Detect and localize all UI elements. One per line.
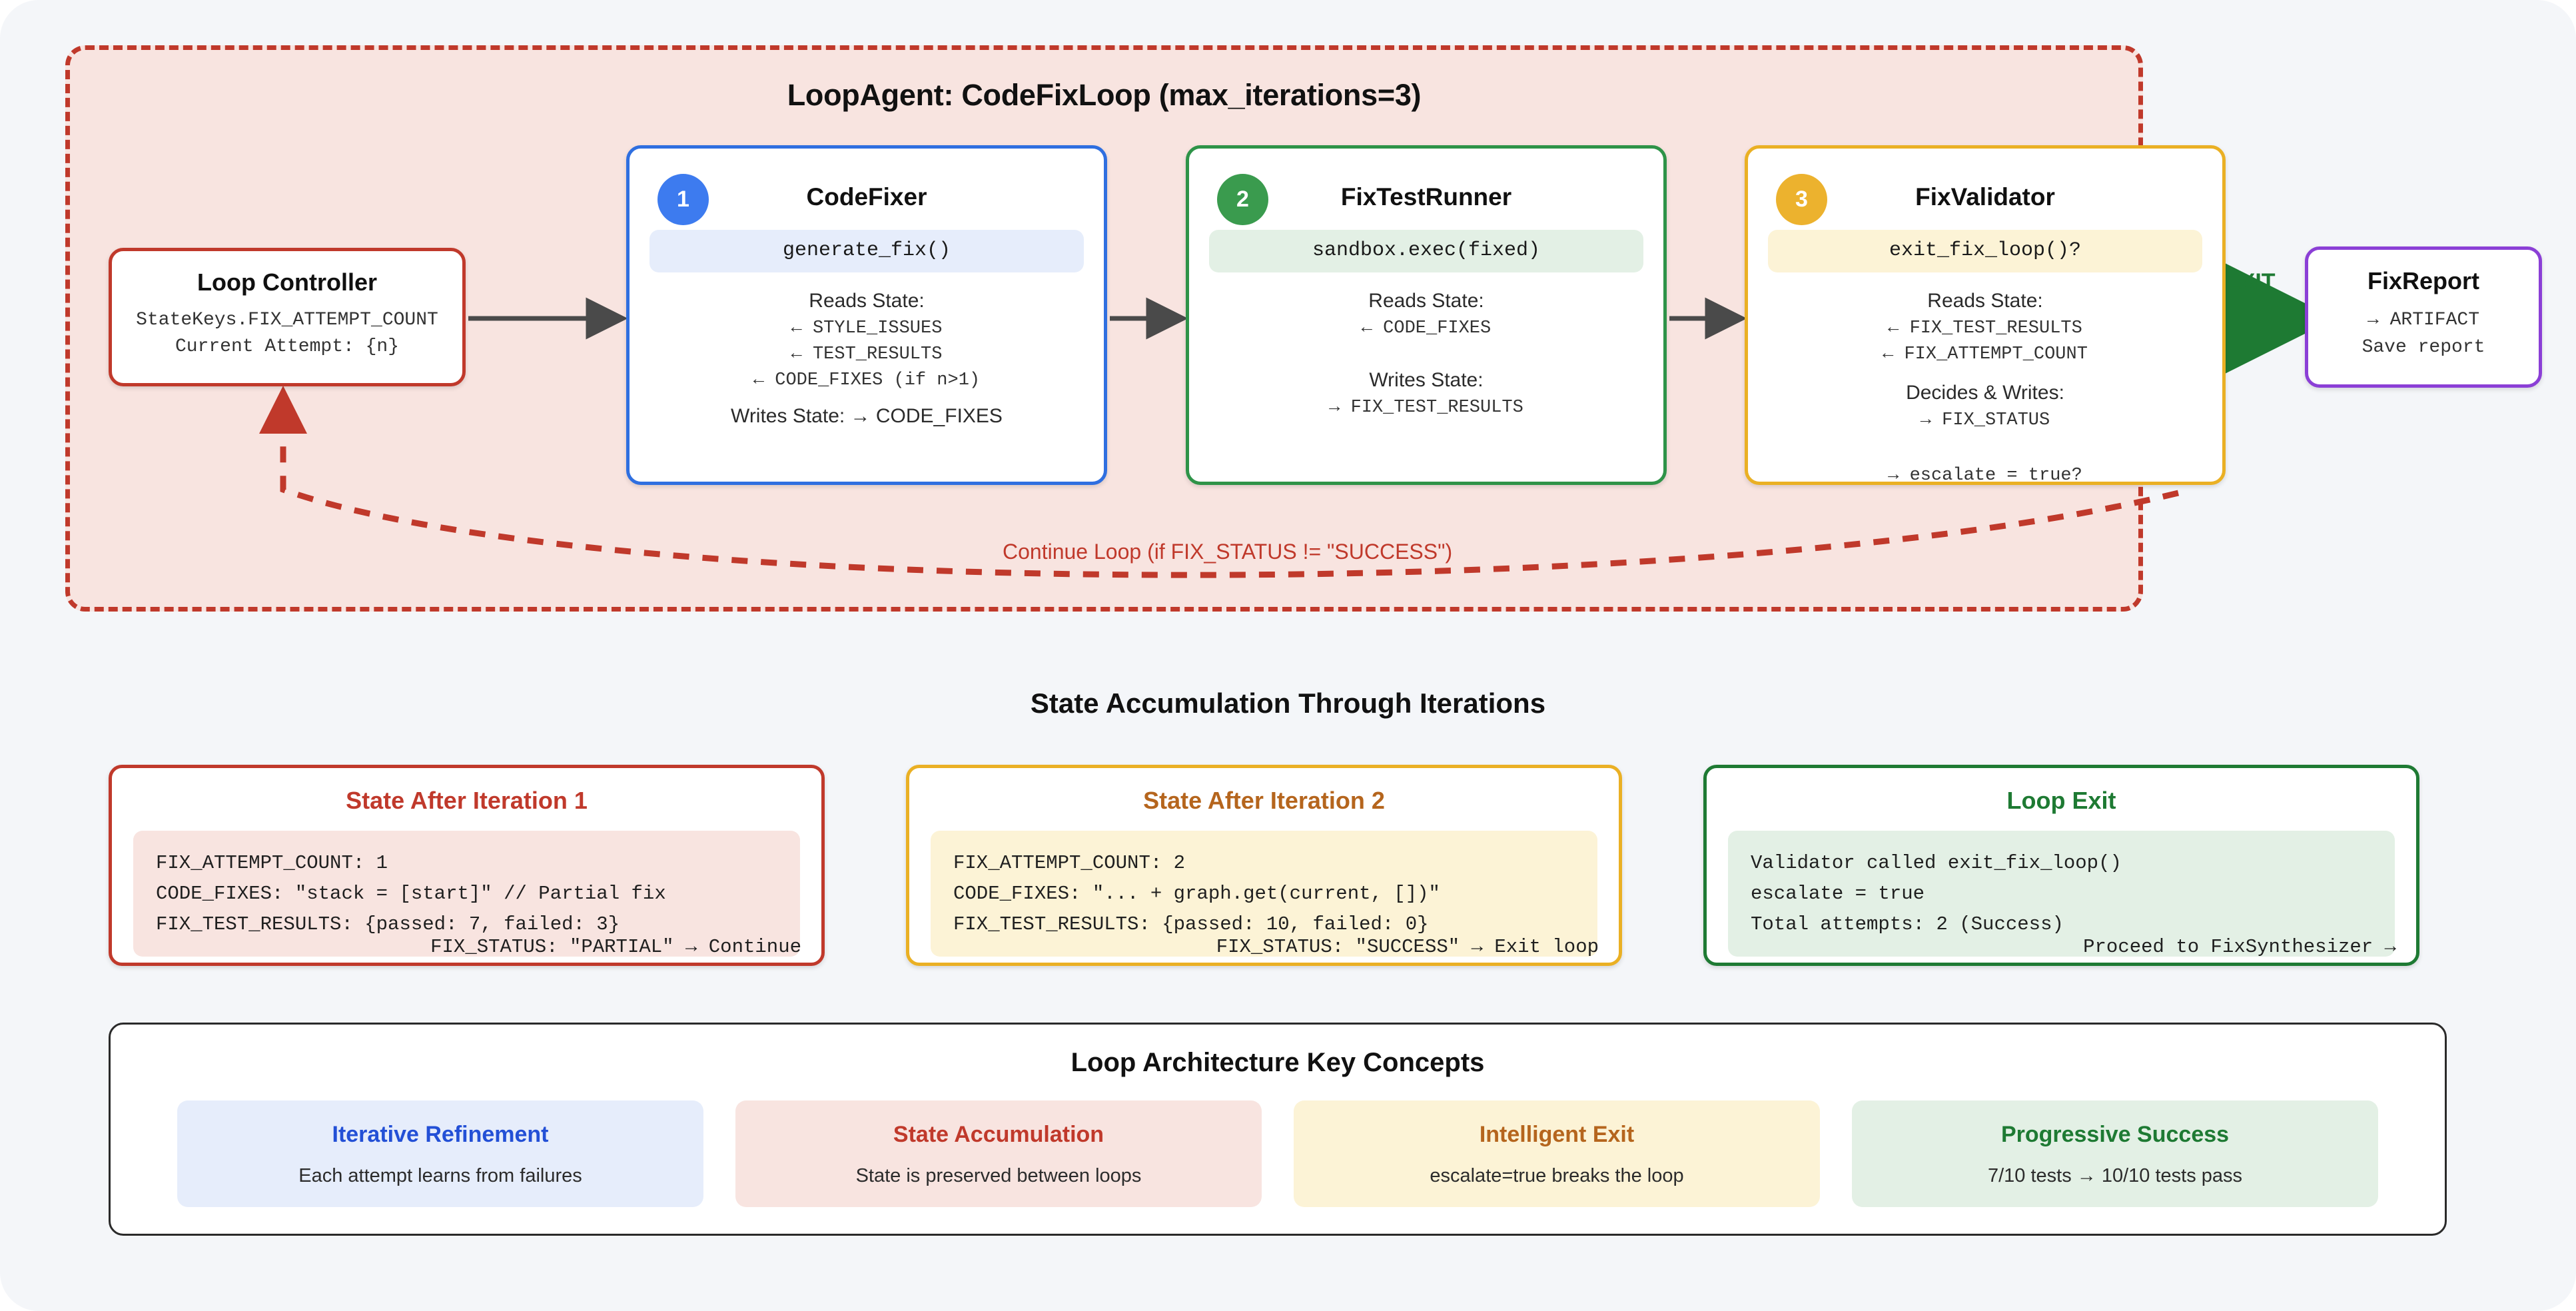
exit-arrow-label: EXIT	[2225, 269, 2276, 294]
reads-state-label-fixvalidator: Reads State:	[1927, 290, 2043, 312]
agent-title-fixvalidator: FixValidator	[1915, 183, 2055, 211]
reads-state-label-fixtestrunner: Reads State:	[1368, 290, 1484, 312]
concept-subtitle: escalate=true breaks the loop	[1430, 1165, 1684, 1186]
state-line: escalate = true	[1751, 882, 1925, 905]
state-card-footer: FIX_STATUS: "SUCCESS" → Exit loop	[1216, 936, 1599, 958]
state-card-title: State After Iteration 2	[1143, 787, 1385, 814]
state-card-title: Loop Exit	[2006, 787, 2116, 814]
fixreport-node[interactable]: FixReport → ARTIFACT Save report	[2305, 246, 2542, 388]
agent-node-fixtestrunner[interactable]: 2 FixTestRunner sandbox.exec(fixed) Read…	[1186, 145, 1667, 485]
state-line: CODE_FIXES: "... + graph.get(current, []…	[953, 882, 1440, 905]
agent-call-codefixer: generate_fix()	[649, 230, 1084, 272]
reads-state-item: ← FIX_TEST_RESULTS	[1888, 318, 2082, 338]
state-line: FIX_ATTEMPT_COUNT: 2	[953, 852, 1186, 874]
state-card-loop-exit[interactable]: Loop Exit Validator called exit_fix_loop…	[1703, 765, 2419, 966]
state-line: Validator called exit_fix_loop()	[1751, 852, 2122, 874]
state-card-title: State After Iteration 1	[346, 787, 588, 814]
state-line: FIX_ATTEMPT_COUNT: 1	[156, 852, 388, 874]
state-card-iteration-1[interactable]: State After Iteration 1 FIX_ATTEMPT_COUN…	[109, 765, 825, 966]
concept-subtitle: Each attempt learns from failures	[298, 1165, 582, 1186]
step-badge-2: 2	[1217, 174, 1268, 225]
concept-subtitle: State is preserved between loops	[855, 1165, 1142, 1186]
step-badge-3: 3	[1776, 174, 1827, 225]
agent-call-fixtestrunner: sandbox.exec(fixed)	[1209, 230, 1643, 272]
agent-title-fixtestrunner: FixTestRunner	[1340, 183, 1512, 211]
loop-controller-node[interactable]: Loop Controller StateKeys.FIX_ATTEMPT_CO…	[109, 248, 466, 386]
reads-state-item: ← CODE_FIXES	[1361, 318, 1492, 338]
concept-card-intelligent-exit[interactable]: Intelligent Exit escalate=true breaks th…	[1294, 1100, 1820, 1207]
state-card-iteration-2[interactable]: State After Iteration 2 FIX_ATTEMPT_COUN…	[906, 765, 1622, 966]
concept-title: Intelligent Exit	[1479, 1122, 1635, 1147]
state-line: CODE_FIXES: "stack = [start]" // Partial…	[156, 882, 666, 905]
concept-title: State Accumulation	[893, 1122, 1104, 1147]
agent-node-fixvalidator[interactable]: 3 FixValidator exit_fix_loop()? Reads St…	[1745, 145, 2226, 486]
concept-card-iterative-refinement[interactable]: Iterative Refinement Each attempt learns…	[177, 1100, 703, 1207]
reads-state-item: ← TEST_RESULTS	[791, 344, 943, 364]
writes-state-label-fixtestrunner: Writes State:	[1369, 369, 1484, 391]
writes-state-label-fixvalidator: Decides & Writes:	[1906, 382, 2064, 404]
continue-loop-label: Continue Loop (if FIX_STATUS != "SUCCESS…	[1003, 540, 1453, 564]
agent-title-codefixer: CodeFixer	[806, 183, 927, 211]
loop-controller-statekey: StateKeys.FIX_ATTEMPT_COUNT	[136, 310, 438, 330]
writes-state-item: → FIX_TEST_RESULTS	[1329, 398, 1523, 418]
loop-agent-title: LoopAgent: CodeFixLoop (max_iterations=3…	[787, 78, 1422, 112]
loop-controller-attempt: Current Attempt: {n}	[175, 336, 400, 357]
concept-subtitle: 7/10 tests → 10/10 tests pass	[1987, 1165, 2243, 1186]
state-card-footer: Proceed to FixSynthesizer →	[2083, 936, 2396, 958]
fixreport-artifact: → ARTIFACT	[2367, 310, 2480, 330]
agent-call-fixvalidator: exit_fix_loop()?	[1768, 230, 2202, 272]
agent-node-codefixer[interactable]: 1 CodeFixer generate_fix() Reads State: …	[626, 145, 1107, 485]
escalate-overflow-line: → escalate = true?	[1888, 466, 2082, 486]
concept-title: Progressive Success	[2000, 1122, 2230, 1147]
state-card-footer: FIX_STATUS: "PARTIAL" → Continue	[430, 936, 801, 958]
reads-state-item: ← FIX_ATTEMPT_COUNT	[1883, 344, 2088, 364]
state-card-body: Validator called exit_fix_loop() escalat…	[1728, 831, 2395, 957]
fixreport-save: Save report	[2361, 336, 2485, 358]
writes-state-label-codefixer: Writes State: → CODE_FIXES	[731, 405, 1003, 427]
reads-state-item: ← STYLE_ISSUES	[791, 318, 943, 338]
loop-controller-title: Loop Controller	[197, 268, 377, 296]
state-line: FIX_TEST_RESULTS: {passed: 7, failed: 3}	[156, 913, 620, 935]
fixreport-title: FixReport	[2367, 267, 2479, 294]
connector-layer	[259, 260, 2336, 578]
key-concepts-title: Loop Architecture Key Concepts	[1071, 1048, 1485, 1077]
key-concepts-panel: Loop Architecture Key Concepts Iterative…	[109, 1023, 2447, 1236]
reads-state-label-codefixer: Reads State:	[809, 290, 925, 312]
key-concepts-row: Iterative Refinement Each attempt learns…	[111, 1100, 2445, 1207]
concept-card-progressive-success[interactable]: Progressive Success 7/10 tests → 10/10 t…	[1852, 1100, 2378, 1207]
step-badge-1: 1	[657, 174, 709, 225]
concept-title: Iterative Refinement	[332, 1122, 549, 1147]
concept-card-state-accumulation[interactable]: State Accumulation State is preserved be…	[735, 1100, 1262, 1207]
state-section-heading: State Accumulation Through Iterations	[1030, 687, 1546, 719]
writes-state-item: → FIX_STATUS	[1920, 410, 2050, 430]
state-card-body: FIX_ATTEMPT_COUNT: 1 CODE_FIXES: "stack …	[133, 831, 800, 957]
reads-state-item: ← CODE_FIXES (if n>1)	[753, 370, 981, 390]
state-line: FIX_TEST_RESULTS: {passed: 10, failed: 0…	[953, 913, 1429, 935]
state-line: Total attempts: 2 (Success)	[1751, 913, 2064, 935]
state-card-body: FIX_ATTEMPT_COUNT: 2 CODE_FIXES: "... + …	[931, 831, 1597, 957]
